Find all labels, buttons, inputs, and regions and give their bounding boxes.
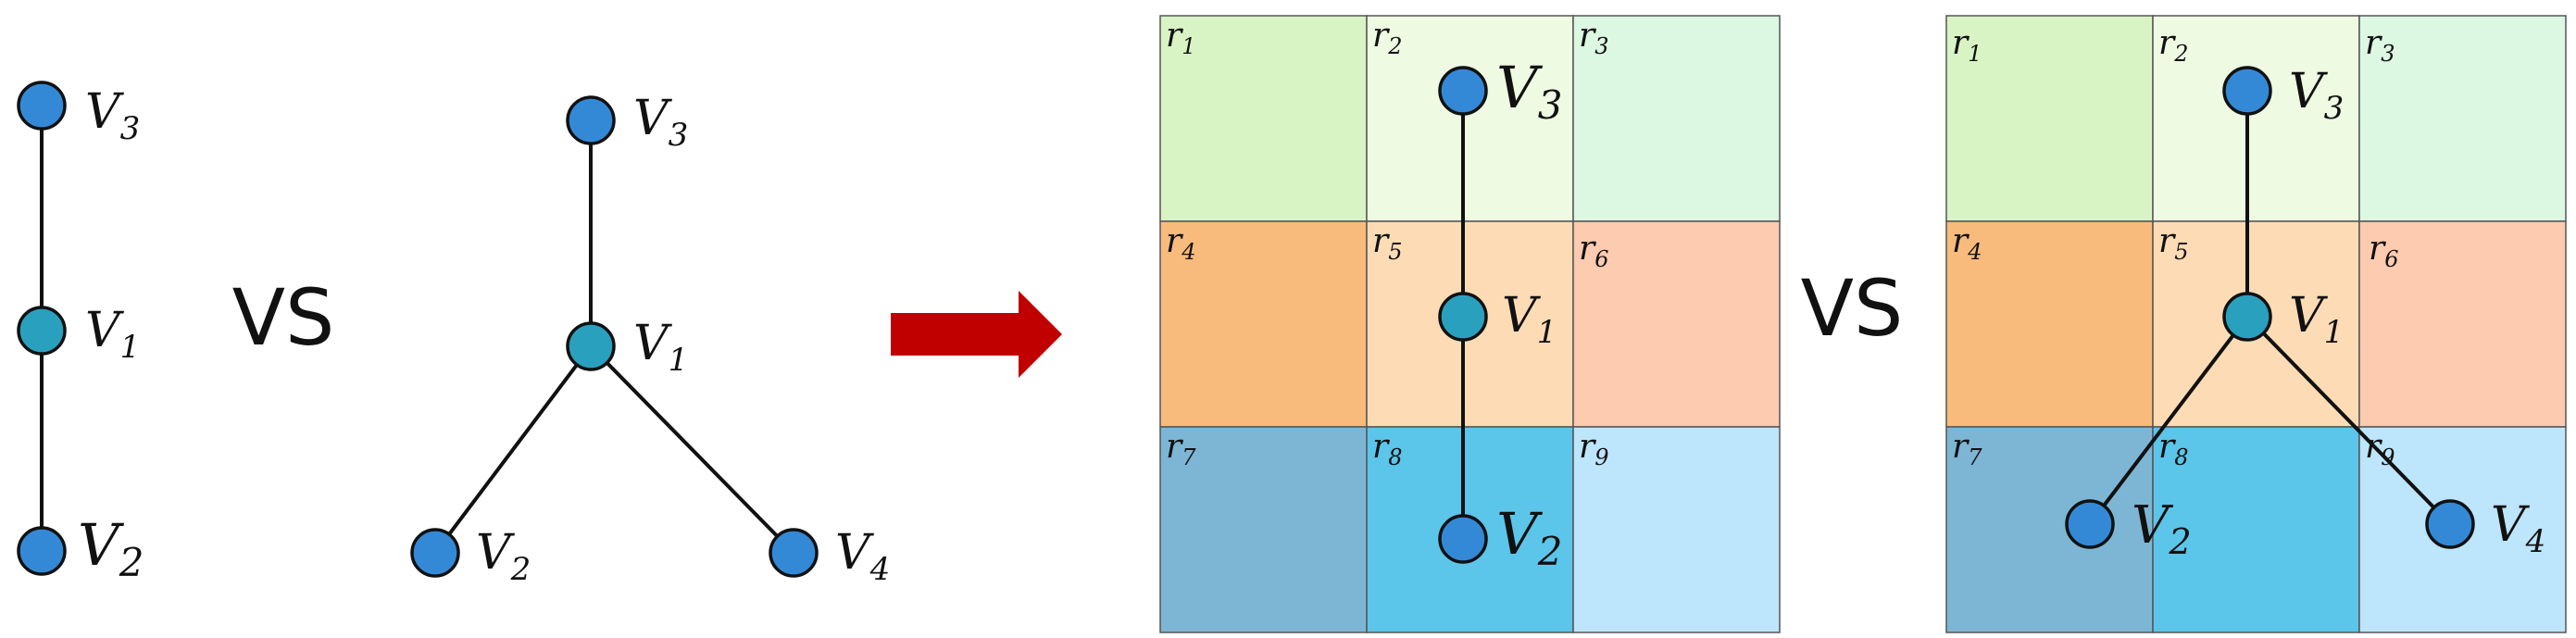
node-label-v1: V1 [1502, 288, 1557, 351]
region-r1 [1159, 15, 1368, 222]
graph-grid-star: V3 V1 V2 V4 [2065, 64, 2545, 562]
region-label-r9: r9 [1579, 428, 1609, 470]
region-label-r2: r2 [2158, 24, 2189, 67]
region-r7 [1159, 426, 1368, 633]
node-v1 [2222, 292, 2272, 342]
node-v2 [1438, 514, 1488, 564]
node-label-v2: V2 [476, 525, 531, 588]
region-r9 [1572, 426, 1781, 633]
region-label-r5: r5 [1372, 222, 1403, 265]
node-label-v2: V2 [2132, 495, 2192, 562]
region-r3 [1572, 15, 1781, 222]
node-label-v1: V1 [85, 303, 140, 366]
region-r1 [1945, 15, 2154, 222]
region-label-r4: r4 [1952, 222, 1982, 265]
region-r8 [2152, 426, 2360, 633]
node-v3 [2222, 66, 2272, 116]
edge-v1-v4 [589, 344, 795, 555]
region-r2 [1366, 15, 1574, 222]
region-r4 [1945, 220, 2154, 428]
node-label-v4: V4 [835, 525, 890, 588]
region-label-r1: r1 [1952, 24, 1982, 67]
region-label-r7: r7 [1166, 428, 1196, 470]
region-r2 [2152, 15, 2360, 222]
region-label-r3: r3 [2365, 24, 2395, 67]
node-label-v2: V2 [1496, 500, 1563, 574]
node-v4 [2425, 499, 2475, 549]
region-label-r8: r8 [1372, 428, 1403, 470]
transition-arrow [891, 291, 1062, 378]
node-v3 [17, 81, 67, 131]
node-v2 [410, 528, 460, 578]
node-v1 [1438, 292, 1488, 342]
region-r7 [1945, 426, 2154, 633]
node-v4 [769, 528, 819, 578]
node-v2 [2065, 499, 2115, 549]
graph-grid-chain: V3 V1 V2 [1438, 54, 1563, 574]
graph-left-star: V3 V1 V2 V4 [410, 91, 890, 588]
vs-label-left: VS [232, 272, 335, 363]
node-label-v4: V4 [2491, 497, 2545, 560]
node-label-v3: V3 [85, 84, 140, 147]
region-label-r1: r1 [1166, 17, 1196, 59]
region-label-r2: r2 [1372, 17, 1403, 59]
node-v1 [566, 321, 616, 371]
node-v3 [1438, 66, 1488, 116]
node-label-v1: V1 [2289, 288, 2344, 351]
region-label-r6: r6 [1579, 230, 1609, 272]
edge-v1-v2 [433, 344, 593, 555]
region-r6 [1572, 220, 1781, 428]
region-label-r4: r4 [1166, 222, 1196, 265]
node-label-v3: V3 [1496, 54, 1563, 128]
node-label-v1: V1 [633, 316, 688, 379]
vs-label-right: VS [1801, 263, 1904, 354]
region-r4 [1159, 220, 1368, 428]
node-v2 [17, 526, 67, 576]
node-label-v2: V2 [78, 511, 144, 585]
node-v1 [17, 306, 67, 356]
region-label-r7: r7 [1952, 428, 1982, 470]
edge-v1-v2 [2088, 315, 2249, 526]
graph-left-chain: V3 V1 V2 [17, 81, 144, 585]
node-v3 [566, 95, 616, 145]
region-label-r5: r5 [2158, 222, 2189, 265]
node-label-v3: V3 [2289, 64, 2344, 127]
region-label-r3: r3 [1579, 17, 1609, 59]
node-label-v3: V3 [633, 91, 688, 154]
region-grid-chain: r1 r2 r3 r4 r5 r6 r7 r8 r9 [1159, 15, 1781, 633]
region-r3 [2358, 15, 2567, 222]
region-label-r8: r8 [2158, 428, 2189, 470]
edge-v1-v4 [2245, 315, 2452, 526]
region-label-r6: r6 [2369, 230, 2399, 272]
